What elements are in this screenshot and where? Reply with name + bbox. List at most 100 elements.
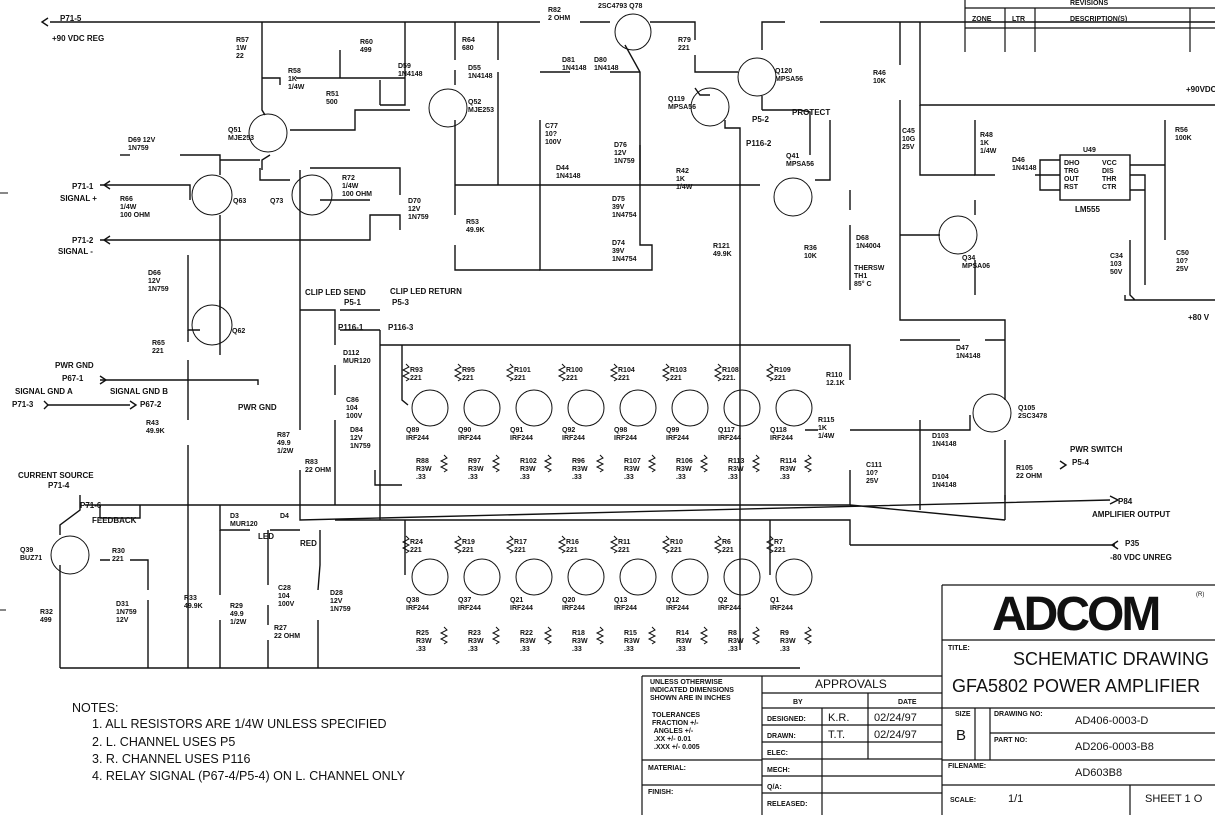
conn-clip-led-send: CLIP LED SEND: [305, 288, 366, 297]
top-row-mosfet-symbol: [567, 389, 605, 427]
conn-current-source: CURRENT SOURCE: [18, 471, 94, 480]
conn-80v-right: +80 V: [1188, 313, 1210, 322]
top-row-mosfet-symbol: [619, 389, 657, 427]
top-row-mosfet-symbol: [411, 389, 449, 427]
bottom-row-source-resistor-symbol: [751, 626, 761, 645]
bottom-row-gate-resistor-symbol: [609, 535, 619, 554]
bottom-row-gate-resistor-symbol: [557, 535, 567, 554]
top-row-mosfet-symbol: [723, 389, 761, 427]
top-row-gate-resistor-symbol: [453, 363, 463, 382]
bottom-row-gate-resistor-symbol: [661, 535, 671, 554]
conn-feedback: FEEDBACK: [92, 516, 137, 525]
adcom-logo-mark: (R): [1196, 592, 1204, 598]
u49-label: U49: [1083, 147, 1096, 154]
conn-p35: P35: [1125, 539, 1140, 548]
approval-by: T.T.: [828, 729, 845, 741]
conn-signal-gnd-a: SIGNAL GND A: [15, 387, 73, 396]
top-row-source-resistor-symbol: [543, 454, 553, 473]
tb-finish: FINISH:: [648, 789, 673, 796]
conn-signal-minus: SIGNAL -: [58, 247, 93, 256]
top-row-gate-resistor-symbol: [713, 363, 723, 382]
conn-protect: PROTECT: [792, 108, 830, 117]
approval-date: 02/24/97: [874, 712, 917, 724]
conn-p71-6: P71-6: [80, 501, 102, 510]
conn-p71-3: P71-3: [12, 400, 34, 409]
bottom-row-source-resistor-symbol: [491, 626, 501, 645]
revisions-col-ltr: LTR: [1012, 16, 1025, 23]
conn-p71-5: P71-5: [60, 14, 82, 23]
note-item: 2. L. CHANNEL USES P5: [92, 735, 235, 749]
tb-title-label: TITLE:: [948, 645, 970, 652]
conn-p71-2: P71-2: [72, 236, 94, 245]
conn-90vdc-reg: +90 VDC REG: [52, 34, 104, 43]
bottom-row-mosfet-symbol: [515, 558, 553, 596]
top-row-gate-resistor-symbol: [765, 363, 775, 382]
tb-filename: AD603B8: [1075, 767, 1122, 779]
q73-label: Q73: [270, 198, 283, 205]
tb-approvals: APPROVALS: [815, 677, 887, 691]
bottom-row-mosfet-symbol: [775, 558, 813, 596]
top-row-source-resistor-symbol: [699, 454, 709, 473]
conn-pwr-gnd: PWR GND: [55, 361, 94, 370]
conn-p116-1: P116-1: [338, 323, 364, 332]
conn-p5-1: P5-1: [344, 298, 361, 307]
conn-led: LED: [258, 532, 274, 541]
conn-amp-output: AMPLIFIER OUTPUT: [1092, 510, 1170, 519]
bottom-row-source-resistor-symbol: [699, 626, 709, 645]
bottom-row-gate-resistor-symbol: [401, 535, 411, 554]
tb-size-label: SIZE: [955, 711, 971, 718]
wire-layer: [0, 21, 1215, 669]
revisions-header: REVISIONS: [1070, 0, 1108, 7]
tb-drawing-no: AD406-0003-D: [1075, 715, 1148, 727]
